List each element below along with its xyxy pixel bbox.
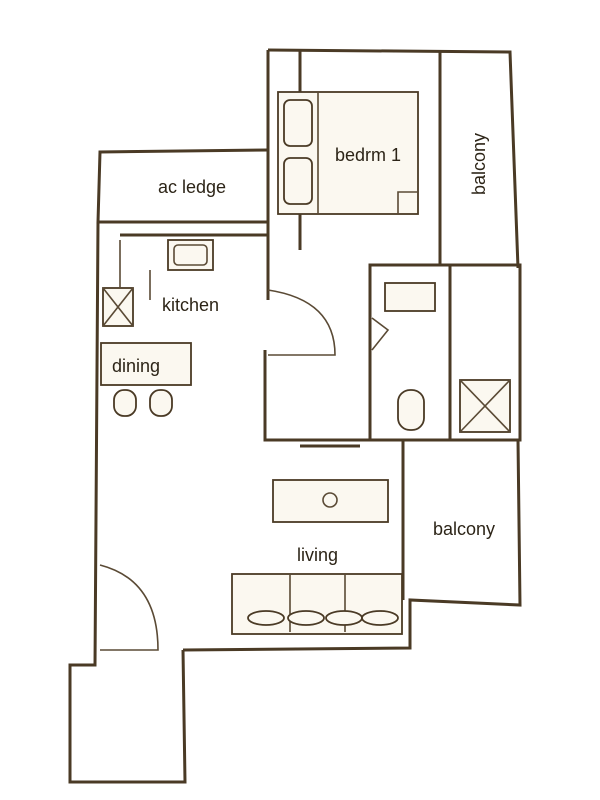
bed (277, 91, 419, 215)
dining-set (100, 342, 192, 417)
room-label-balcony-bottom: balcony (433, 519, 496, 539)
bathroom-fixtures (384, 282, 511, 433)
room-label-living: living (297, 545, 339, 565)
kitchen-fixtures (102, 239, 214, 327)
room-label-ac-ledge: ac ledge (158, 177, 227, 197)
sofa (231, 573, 403, 635)
doors (99, 289, 390, 651)
room-label-kitchen: kitchen (162, 295, 220, 315)
room-label-dining: dining (112, 356, 161, 376)
tv-console (272, 444, 389, 523)
room-label-balcony-top: balcony (469, 132, 490, 196)
walls (68, 48, 522, 784)
room-label-bedroom: bedrm 1 (335, 145, 402, 165)
